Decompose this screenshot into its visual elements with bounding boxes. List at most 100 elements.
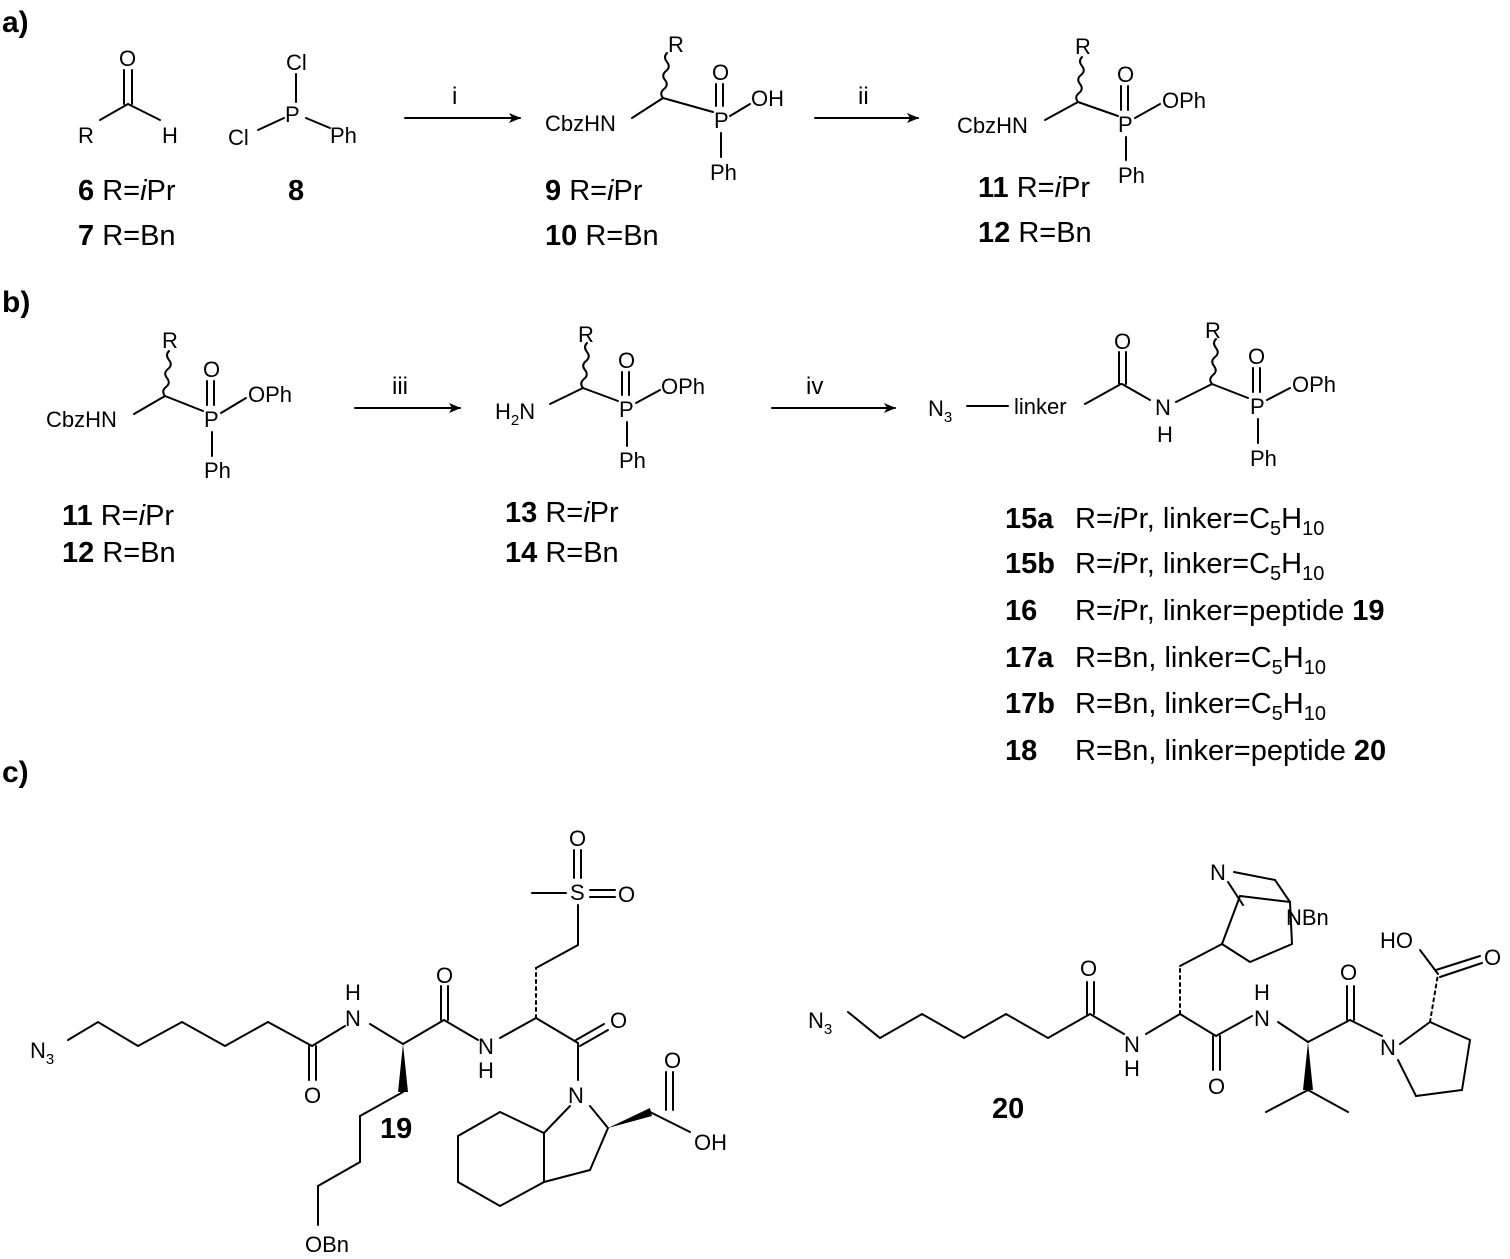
atom-o: O <box>1114 329 1131 354</box>
atom-ph: Ph <box>330 123 357 148</box>
atom-cbzhn: CbzHN <box>545 111 616 136</box>
atom-r: R <box>1205 318 1221 343</box>
atom-nbn: NBn <box>1286 905 1329 930</box>
atom-o: O <box>569 826 586 851</box>
atom-n: N <box>345 1006 361 1031</box>
atom-o: O <box>1117 62 1134 87</box>
atom-oph: OPh <box>1162 88 1206 113</box>
atom-n3: N3 <box>30 1038 54 1068</box>
atom-o: O <box>1340 960 1357 985</box>
atom-p: P <box>285 102 300 127</box>
atom-o: O <box>304 1083 321 1108</box>
compound-label-13: 13 R=iPr <box>505 497 619 529</box>
atom-oph: OPh <box>248 382 292 407</box>
atom-h: H <box>1254 980 1270 1005</box>
atom-o: O <box>436 963 453 988</box>
phenyl-ester-structure: CbzHN R P O OPh Ph <box>957 34 1206 188</box>
atom-ph: Ph <box>619 448 646 473</box>
atom-h2n: H2N <box>495 399 535 429</box>
compound-label-14: 14 R=Bn <box>505 537 619 569</box>
reagent-label-ii: ii <box>858 83 869 110</box>
reagent-label-iv: iv <box>806 373 823 400</box>
atom-r: R <box>162 328 178 353</box>
atom-n: N <box>478 1034 494 1059</box>
compound-label-8: 8 <box>288 175 304 207</box>
atom-o: O <box>1080 956 1097 981</box>
atom-oh: OH <box>694 1130 727 1155</box>
atom-o: O <box>664 1048 681 1073</box>
atom-h: H <box>1124 1056 1140 1081</box>
atom-n: N <box>1210 860 1226 885</box>
section-label-c: c) <box>2 756 29 789</box>
dichlorophosphine-structure: Cl P Cl Ph <box>228 50 357 150</box>
atom-cl: Cl <box>286 50 307 75</box>
atom-cl: Cl <box>228 125 249 150</box>
section-label-a: a) <box>2 6 29 39</box>
atom-r: R <box>578 322 594 347</box>
atom-n3: N3 <box>928 396 952 426</box>
atom-ho: HO <box>1380 928 1413 953</box>
atom-o: O <box>1248 344 1265 369</box>
atom-h: H <box>345 980 361 1005</box>
compound-label-11b: 11 R=iPr <box>62 500 174 532</box>
atom-s: S <box>570 880 585 905</box>
compound-label-19: 19 <box>380 1113 412 1145</box>
atom-r: R <box>78 123 94 148</box>
amine-structure: H2N R P O OPh Ph <box>495 322 705 473</box>
atom-r: R <box>668 32 684 57</box>
atom-cbzhn: CbzHN <box>957 113 1028 138</box>
atom-ph: Ph <box>1118 163 1145 188</box>
atom-oph: OPh <box>1292 372 1336 397</box>
atom-h: H <box>162 123 178 148</box>
peptide-19-structure: N3 O H N OBn O N H S O O O N <box>30 826 727 1257</box>
atom-p: P <box>204 407 219 432</box>
atom-h: H <box>478 1058 494 1083</box>
wedge-bond <box>398 1044 408 1092</box>
atom-o: O <box>618 882 635 907</box>
atom-cbzhn: CbzHN <box>46 407 117 432</box>
compound-label-12a: 12 R=Bn <box>978 217 1092 249</box>
compound-label-12b: 12 R=Bn <box>62 537 176 569</box>
section-label-b: b) <box>2 286 30 319</box>
atom-o: O <box>618 348 635 373</box>
reagent-label-i: i <box>452 83 457 110</box>
phosphinic-acid-structure: CbzHN R P O OH Ph <box>545 32 784 185</box>
atom-o: O <box>610 1008 627 1033</box>
aldehyde-structure: O R H <box>78 46 178 148</box>
reagent-label-iii: iii <box>392 373 408 400</box>
atom-h: H <box>1157 422 1173 447</box>
wedge-bond <box>1303 1042 1313 1090</box>
atom-o: O <box>1208 1074 1225 1099</box>
atom-n: N <box>1254 1006 1270 1031</box>
atom-o: O <box>712 60 729 85</box>
wedge-bond <box>608 1108 652 1128</box>
atom-linker: linker <box>1014 394 1067 419</box>
compound-label-9: 9 R=iPr <box>545 175 643 207</box>
atom-oph: OPh <box>661 374 705 399</box>
phenyl-ester-structure-b: CbzHN R P O OPh Ph <box>46 328 292 483</box>
atom-n3: N3 <box>808 1008 832 1038</box>
atom-o: O <box>203 357 220 382</box>
atom-ph: Ph <box>710 160 737 185</box>
atom-n: N <box>1380 1035 1396 1060</box>
atom-p: P <box>1250 394 1265 419</box>
compound-label-7: 7 R=Bn <box>78 220 176 252</box>
compound-label-11a: 11 R=iPr <box>978 172 1090 204</box>
atom-p: P <box>714 108 729 133</box>
peptide-20-structure: N3 O N H N NBn O H N O N HO <box>808 860 1501 1113</box>
atom-n: N <box>568 1083 584 1108</box>
atom-o: O <box>119 46 136 71</box>
compound-label-10: 10 R=Bn <box>545 220 659 252</box>
atom-ph: Ph <box>204 458 231 483</box>
atom-n: N <box>1124 1032 1140 1057</box>
atom-r: R <box>1075 34 1091 59</box>
atom-p: P <box>619 397 634 422</box>
